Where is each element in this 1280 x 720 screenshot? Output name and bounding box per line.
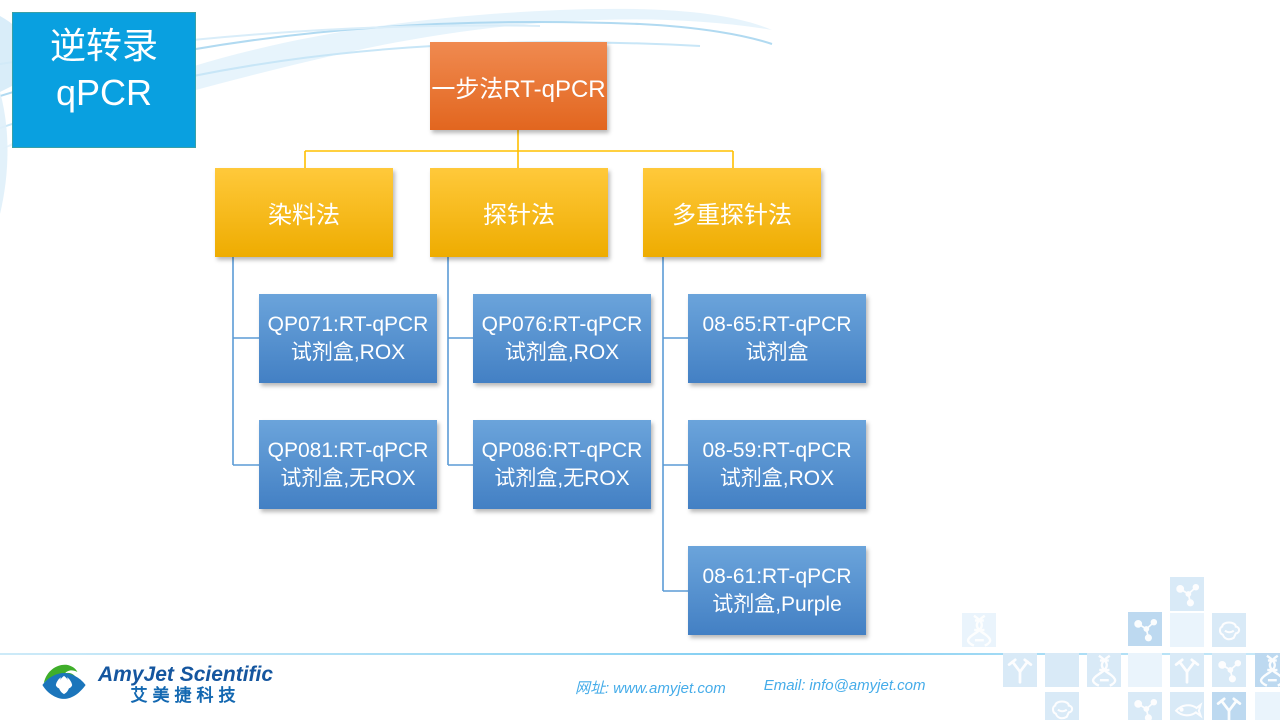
flask-icon [1051,700,1074,720]
branch-node-multiplex-probe: 多重探针法 [643,168,821,257]
slide-title: 逆转录 qPCR [12,12,196,148]
footer-website: 网址:www.amyjet.com [575,677,730,698]
product-label-line1: 08-65:RT-qPCR [702,312,852,336]
mosaic-tile [1212,653,1246,687]
slide-title-line1: 逆转录 [49,25,158,66]
molecule-icon [1134,618,1158,642]
mosaic-tile [1128,653,1162,687]
mosaic-tile [1087,653,1121,687]
mosaic-tile [1170,692,1204,720]
branch-label: 探针法 [483,202,555,229]
product-node-qp076: QP076:RT-qPCR 试剂盒,ROX [473,294,651,383]
mosaic-tile [1170,653,1204,687]
branch-node-dye: 染料法 [215,168,393,257]
dna-icon [1259,654,1280,687]
mosaic-tile [1045,692,1079,720]
footer-website-label: 网址: [575,680,610,697]
branch-node-probe: 探针法 [430,168,608,257]
branch-label: 多重探针法 [672,202,792,229]
product-label-line1: 08-59:RT-qPCR [702,438,852,462]
mosaic-tile [1212,692,1246,720]
product-node-qp071: QP071:RT-qPCR 试剂盒,ROX [259,294,437,383]
mosaic-tile [1255,692,1280,720]
product-label-line2: 试剂盒,无ROX [280,466,416,490]
mosaic-tile [1128,692,1162,720]
product-label-line2: 试剂盒,Purple [712,592,842,616]
footer-email: Email:info@amyjet.com [764,677,930,698]
product-node-08-65: 08-65:RT-qPCR 试剂盒 [688,294,866,383]
dna-icon [966,614,992,647]
mosaic-tile [1045,653,1079,687]
amyjet-emblem-icon [42,664,86,699]
branch-label: 染料法 [268,202,340,229]
product-label-line1: QP076:RT-qPCR [481,312,643,336]
product-label-line2: 试剂盒,ROX [290,340,406,364]
antibody-icon [1007,658,1033,684]
mosaic-tile [1128,612,1162,646]
molecule-icon [1218,659,1242,683]
plain-icon [1255,692,1280,720]
footer-email-label: Email: [763,677,806,694]
footer-website-url: www.amyjet.com [613,680,726,697]
mosaic-tile [962,613,996,647]
mosaic-tile [1170,613,1204,647]
mosaic-tile [1003,653,1037,687]
mosaic-tile [1255,653,1280,687]
plain-icon [1128,653,1162,687]
mosaic-tile [1212,613,1246,647]
product-label-line1: QP086:RT-qPCR [481,438,643,462]
flask-icon [1218,621,1241,641]
root-node-label: 一步法RT-qPCR [431,75,606,103]
molecule-icon [1176,583,1200,607]
footer-contact: 网址:www.amyjet.com Email:info@amyjet.com [575,677,930,698]
dna-icon [1091,654,1117,687]
product-label-line2: 试剂盒,ROX [504,340,620,364]
product-label-line2: 试剂盒,无ROX [494,466,630,490]
product-node-08-61: 08-61:RT-qPCR 试剂盒,Purple [688,546,866,635]
root-node-one-step-rt-qpcr: 一步法RT-qPCR [430,42,607,130]
product-label-line1: QP081:RT-qPCR [267,438,429,462]
antibody-icon [1174,658,1200,684]
molecule-icon [1134,698,1158,720]
product-node-qp081: QP081:RT-qPCR 试剂盒,无ROX [259,420,437,509]
product-label-line2: 试剂盒 [745,340,809,364]
plain-icon [1045,653,1079,687]
plain-icon [1170,613,1204,647]
slide-title-line2: qPCR [55,71,152,113]
product-label-line1: QP071:RT-qPCR [267,312,429,336]
mosaic-tile [1170,577,1204,611]
footer-email-address: info@amyjet.com [809,677,926,694]
logo-text-zh: 艾美捷科技 [130,685,241,705]
product-node-08-59: 08-59:RT-qPCR 试剂盒,ROX [688,420,866,509]
fish-icon [1174,702,1203,719]
amyjet-logo: AmyJet Scientific 艾美捷科技 [34,658,280,710]
antibody-icon [1216,697,1242,720]
product-node-qp086: QP086:RT-qPCR 试剂盒,无ROX [473,420,651,509]
logo-text-en: AmyJet Scientific [98,662,274,686]
product-label-line2: 试剂盒,ROX [719,466,835,490]
product-label-line1: 08-61:RT-qPCR [702,564,852,588]
footer-divider [0,653,1280,655]
